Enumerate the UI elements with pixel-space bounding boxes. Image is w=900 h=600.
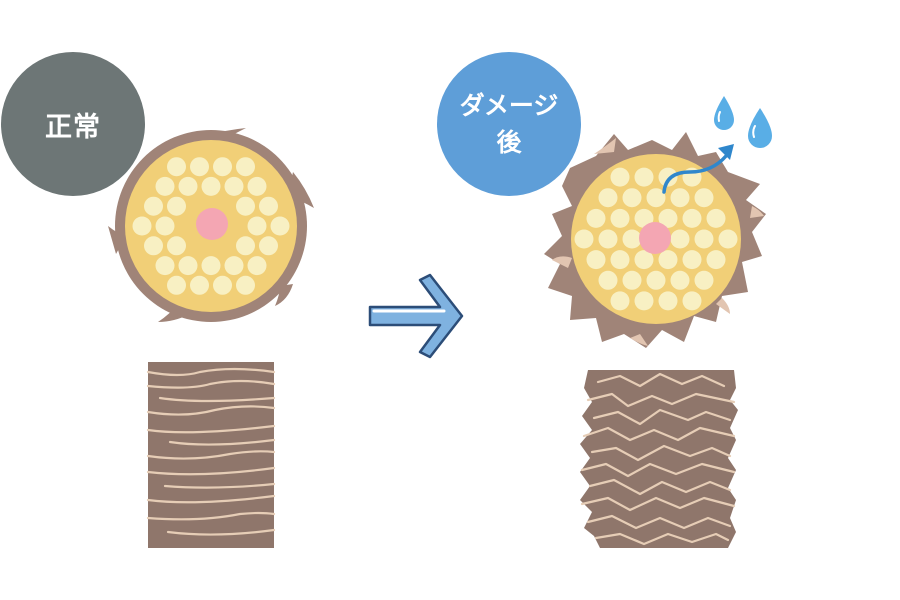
cortex-cell (259, 236, 278, 256)
cortex-cell (646, 188, 666, 208)
cortex-cell (706, 250, 726, 270)
cortex-cell (682, 208, 702, 228)
cortex-cell (247, 256, 267, 276)
cortex-cell (586, 208, 606, 228)
normal-state-label: 正常 (45, 111, 101, 143)
cortex-cell (132, 216, 152, 236)
cortex-cell (144, 236, 163, 256)
cortex-cell (155, 256, 175, 276)
cortex-cell (622, 188, 642, 208)
cortex-cell (224, 256, 244, 276)
right-arrow-icon (368, 273, 464, 359)
cortex-cell (694, 270, 714, 290)
cortex-cell (247, 216, 267, 236)
cortex-cell (247, 176, 267, 196)
cortex-cell (610, 250, 630, 270)
cortex-cell (236, 157, 255, 177)
cortex-cell (586, 250, 606, 270)
cortex-cell (167, 157, 186, 177)
cortex-cell (155, 176, 175, 196)
water-drop-icon (748, 108, 772, 148)
cortex-cell (224, 176, 244, 196)
cortex-cell (670, 229, 690, 249)
cortex-cell (694, 188, 714, 208)
cortex-cell (610, 291, 630, 311)
curved-arrow-icon (662, 144, 734, 194)
cortex-cell (658, 208, 678, 228)
cortex-cell (706, 208, 726, 228)
cortex-cell (658, 291, 678, 311)
cortex-cell (658, 250, 678, 270)
cortex-cell (718, 229, 738, 249)
cortex-cell (634, 208, 654, 228)
cortex-cell (658, 167, 678, 187)
cortex-cell (213, 157, 232, 177)
damaged-state-label-line2: 後 (496, 128, 522, 157)
cortex-cell (201, 256, 221, 276)
medulla-normal (196, 208, 228, 240)
cortex-cell (682, 250, 702, 270)
cortex-cell (634, 291, 654, 311)
damaged-hair-cross-section (544, 132, 766, 348)
cortex-cell (682, 291, 702, 311)
cortex-cell (259, 196, 278, 216)
cortex-cell (178, 176, 198, 196)
cortex-cell (622, 270, 642, 290)
cortex-cells-damaged (574, 167, 738, 311)
cortex-cell (236, 275, 255, 295)
cortex-cell (622, 229, 642, 249)
cortex-cell (646, 270, 666, 290)
cortex-cell (634, 250, 654, 270)
cortex-cell (213, 275, 232, 295)
cortex-cell (610, 208, 630, 228)
cortex-cell (144, 196, 163, 216)
cortex-cell (610, 167, 630, 187)
cortex-cell (598, 188, 618, 208)
cortex-cell (201, 176, 221, 196)
normal-hair-strand (146, 362, 276, 548)
damaged-state-label-line1: ダメージ (459, 91, 559, 120)
cortex-cell (598, 270, 618, 290)
cortex-cell (236, 196, 255, 216)
cortex-cell (670, 270, 690, 290)
cortex-cell (167, 196, 186, 216)
cortex-cells-normal (132, 157, 290, 295)
damaged-state-badge: ダメージ 後 (437, 52, 581, 196)
cortex-cell (598, 229, 618, 249)
normal-hair-cross-section (108, 128, 314, 322)
normal-state-badge: 正常 (1, 52, 145, 196)
damaged-hair-strand (580, 370, 738, 548)
cortex-cell (155, 216, 175, 236)
cortex-cell (190, 157, 209, 177)
cortex-cell (574, 229, 594, 249)
medulla-damaged (639, 222, 671, 254)
cortex-cell (236, 236, 255, 256)
cortex-cell (634, 167, 654, 187)
cortex-cell (190, 275, 209, 295)
cortex-cell (670, 188, 690, 208)
cortex-cell (270, 216, 290, 236)
cortex-cell (694, 229, 714, 249)
cortex-cell (178, 256, 198, 276)
cortex-cell (167, 236, 186, 256)
water-drop-icon (714, 96, 734, 130)
cortex-cell (167, 275, 186, 295)
